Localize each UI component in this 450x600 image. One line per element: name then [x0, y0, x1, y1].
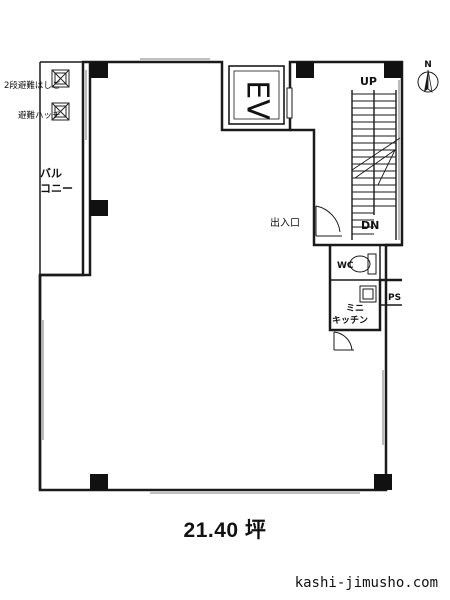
kitchen-door — [333, 331, 354, 351]
outer-walls — [38, 60, 404, 492]
entrance-door — [315, 205, 342, 237]
stairs-up-label: UP — [360, 75, 377, 88]
north-arrow-icon — [417, 69, 439, 93]
evac-hatch-label: 避難ハッチ — [18, 110, 61, 121]
column — [384, 62, 402, 78]
entrance-label: 出入口 — [270, 216, 300, 229]
north-label: N — [424, 60, 432, 70]
kitchen-label-2: キッチン — [332, 315, 368, 326]
window-lines — [42, 58, 400, 494]
balcony-label-2: コニー — [40, 182, 73, 195]
evac-ladder-label: 2段避難はしご — [4, 80, 61, 91]
kitchen-label-1: ミニ — [346, 303, 364, 314]
toilet-icon — [349, 253, 377, 275]
stairs-down-label: DN — [361, 219, 379, 232]
elevator-label: EV — [240, 80, 275, 120]
balcony-label-1: バル — [40, 167, 62, 180]
column — [90, 474, 108, 490]
column — [90, 200, 108, 216]
website-label: kashi-jimusho.com — [294, 575, 438, 591]
stairs — [351, 90, 401, 240]
elevator — [228, 65, 293, 125]
ps-label: PS — [388, 293, 401, 303]
column — [296, 62, 314, 78]
kitchen-sink-icon — [359, 285, 377, 303]
area-size: 21.40 坪 — [183, 519, 267, 542]
columns — [90, 62, 402, 490]
evac-ladder-icon — [51, 69, 70, 88]
column — [374, 474, 392, 490]
evac-hatch-icon — [51, 102, 70, 121]
wc-label: WC — [337, 261, 354, 271]
stair-treads — [352, 93, 396, 235]
column — [90, 62, 108, 78]
